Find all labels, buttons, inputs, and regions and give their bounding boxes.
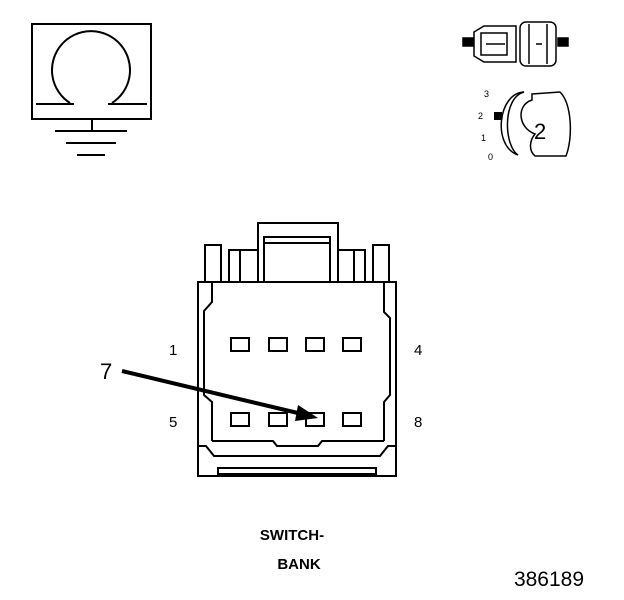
rotary-switch-icon: 3 2 1 0 2 [478, 89, 572, 162]
connector-housing [197, 222, 397, 477]
pin-cavity [342, 337, 362, 352]
pin-label-1: 1 [169, 342, 177, 359]
pin-cavity [268, 412, 288, 427]
pin-label-4: 4 [414, 342, 422, 359]
switch-position-0: 0 [488, 152, 493, 162]
switch-position-3: 3 [484, 89, 489, 99]
ground-with-resistance-icon [31, 23, 152, 156]
callout-number: 7 [100, 359, 112, 384]
switch-setting-label: 2 [534, 119, 546, 144]
figure-number: 386189 [514, 568, 584, 591]
pin-cavity [230, 337, 250, 352]
connector-plug-icon [462, 21, 569, 67]
pin-cavity [342, 412, 362, 427]
pin-cavity [268, 337, 288, 352]
pin-cavity [305, 337, 325, 352]
pin-cavity [230, 412, 250, 427]
pin-row-bottom [230, 412, 362, 427]
pin-row-top [230, 337, 362, 352]
connector-title-line2: BANK [277, 556, 320, 573]
switch-position-1: 1 [481, 133, 486, 143]
callout-arrow [121, 369, 318, 421]
pin-label-5: 5 [169, 414, 177, 431]
connector-title-line1: SWITCH- [260, 527, 324, 544]
pin-label-8: 8 [414, 414, 422, 431]
switch-position-2: 2 [478, 111, 483, 121]
